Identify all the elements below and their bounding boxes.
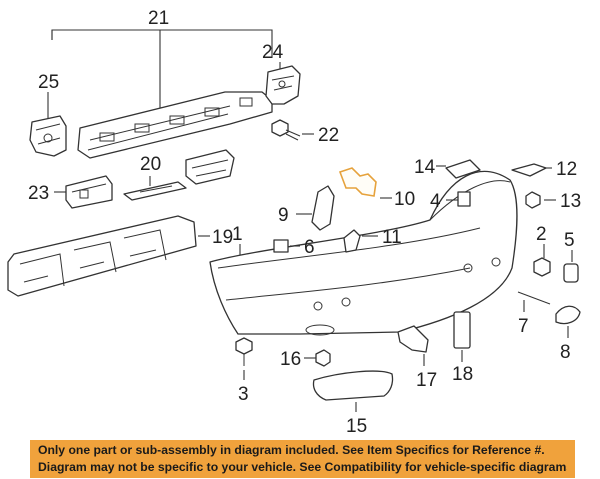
part-6-clip	[273, 239, 300, 253]
callout-25: 25	[38, 72, 59, 93]
part-bracket-center	[185, 149, 235, 185]
part-3-bolt	[235, 337, 253, 380]
part-8-cap	[555, 305, 581, 338]
part-4-clip	[446, 191, 471, 207]
callout-18: 18	[452, 364, 473, 385]
callout-3: 3	[238, 384, 249, 405]
callout-11: 11	[382, 227, 402, 248]
part-24-bracket	[265, 62, 301, 105]
callout-2: 2	[536, 224, 547, 245]
callout-10: 10	[394, 189, 415, 210]
callout-14: 14	[414, 157, 436, 178]
part-2-bolt	[533, 244, 551, 277]
callout-9: 9	[278, 205, 289, 226]
callout-20: 20	[140, 154, 161, 175]
callout-19: 19	[212, 227, 233, 248]
parts-diagram: 21 24 25 22 20 23	[7, 8, 581, 437]
callout-16: 16	[280, 349, 301, 370]
callout-24: 24	[262, 42, 284, 63]
callout-1: 1	[232, 224, 243, 245]
callout-17: 17	[416, 370, 437, 391]
part-9-bracket	[296, 185, 335, 231]
callout-4: 4	[430, 191, 441, 212]
part-16-bolt	[304, 349, 331, 367]
callout-8: 8	[560, 342, 571, 363]
callout-13: 13	[560, 191, 581, 212]
part-7-tether	[517, 291, 551, 312]
callout-21: 21	[148, 8, 169, 29]
callout-6: 6	[304, 237, 315, 258]
info-banner-line1: Only one part or sub-assembly in diagram…	[38, 443, 545, 457]
part-1-bumper-cover	[209, 170, 518, 336]
part-15-reflector	[312, 370, 394, 412]
callout-23: 23	[28, 183, 49, 204]
callout-15: 15	[346, 416, 367, 437]
part-22-bolt	[271, 119, 314, 141]
info-banner: Only one part or sub-assembly in diagram…	[30, 440, 575, 478]
callout-7: 7	[518, 316, 529, 337]
info-banner-line2: Diagram may not be specific to your vehi…	[38, 460, 567, 474]
part-17-sensor	[397, 325, 429, 366]
callout-12: 12	[556, 159, 577, 180]
part-23-bracket	[54, 175, 113, 209]
part-14-flap	[436, 159, 481, 179]
part-12-bracket	[511, 163, 552, 177]
part-25-bracket	[29, 92, 67, 157]
callout-5: 5	[564, 230, 575, 251]
part-11-bracket	[343, 229, 378, 253]
part-19-absorber	[7, 215, 210, 297]
part-20-bracket	[123, 176, 187, 201]
part-18-bracket	[453, 311, 471, 362]
part-5-cap	[563, 250, 579, 283]
part-10-bracket-highlighted	[338, 167, 392, 199]
callout-22: 22	[318, 125, 339, 146]
part-21-reinforcement-bar	[51, 29, 273, 159]
part-13-screw	[525, 191, 556, 209]
